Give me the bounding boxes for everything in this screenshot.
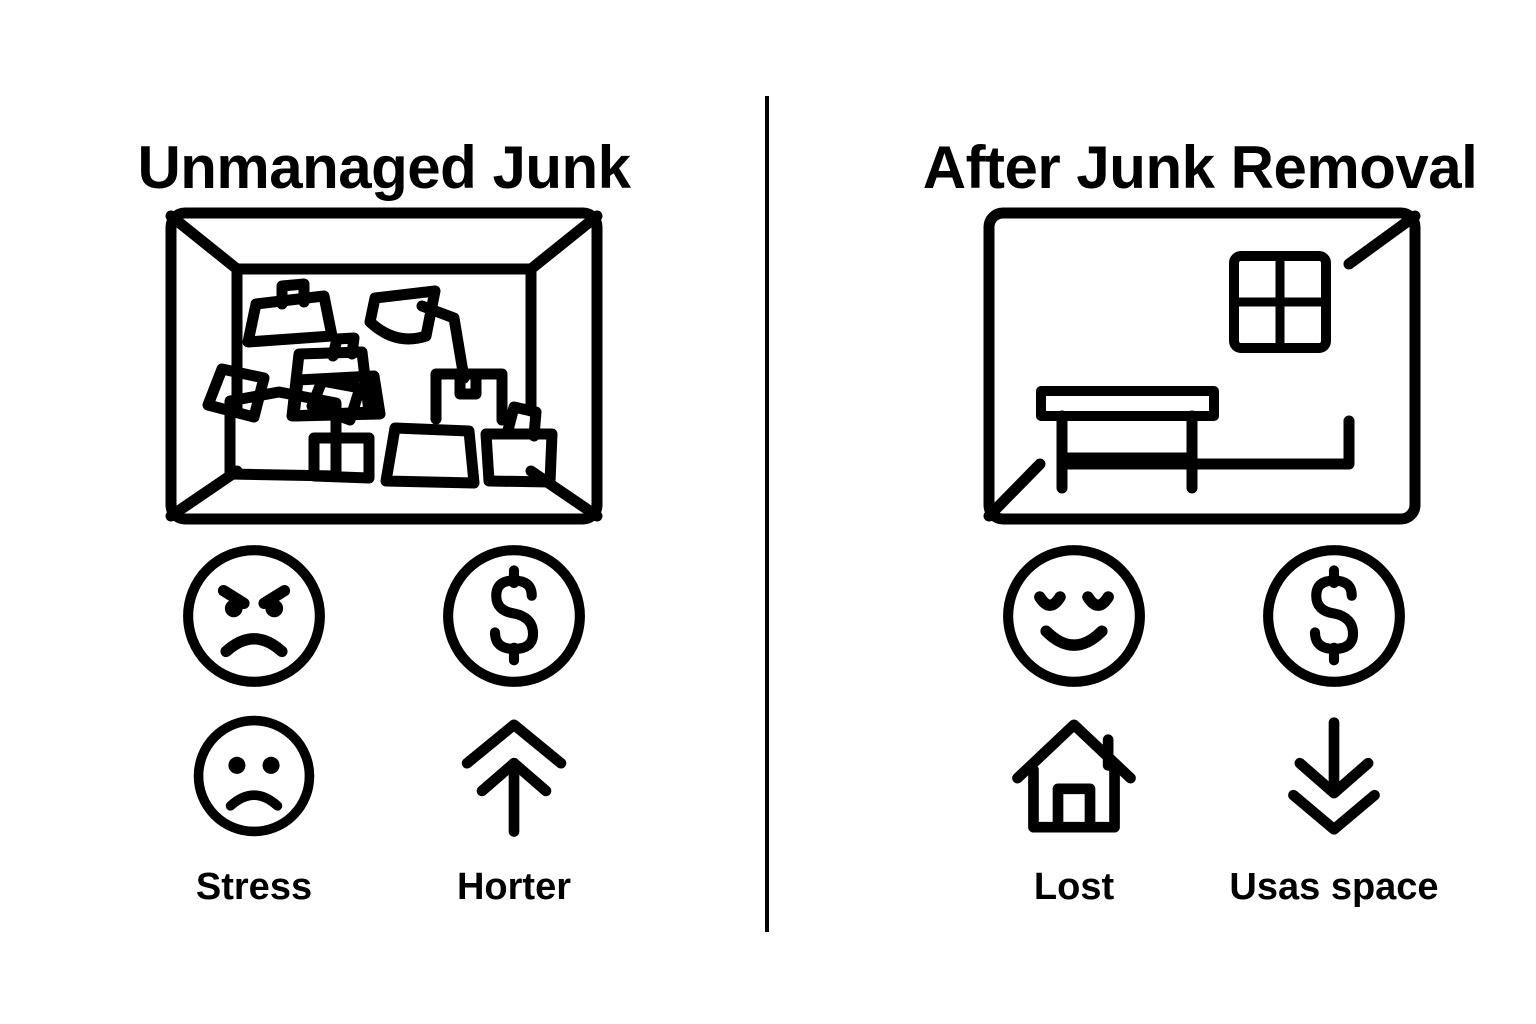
metric-cell-stress: Stress <box>190 712 318 909</box>
dollar-circle-icon <box>1263 545 1405 687</box>
icon-grid-left: Stress Horter <box>0 540 808 909</box>
sad-face-icon <box>193 715 315 837</box>
metric-cell-content <box>998 540 1150 712</box>
metric-label-lost: Lost <box>1033 866 1115 908</box>
clean-room-icon <box>983 207 1421 525</box>
metric-label-usas-space: Usas space <box>1229 866 1439 908</box>
page-title-right: After Junk Removal <box>922 134 1478 202</box>
double-up-arrow-icon <box>461 719 567 837</box>
metric-cell-cost-up <box>438 540 590 712</box>
clean-room-illustration <box>768 206 1536 526</box>
metric-label-stress: Stress <box>195 866 313 908</box>
panel-after-junk-removal: After Junk Removal <box>768 0 1536 1024</box>
panel-unmanaged-junk: Unmanaged Junk <box>137 136 631 908</box>
metric-cell-angry <box>178 540 330 712</box>
metric-cell-horter: Horter <box>450 712 578 909</box>
content-face-icon <box>1003 545 1145 687</box>
metric-label-horter: Horter <box>456 866 572 908</box>
metric-cell-savings <box>1258 540 1410 712</box>
cluttered-room-icon <box>165 207 603 525</box>
metric-cell-usas-space: Usas space <box>1229 712 1439 909</box>
double-down-arrow-icon <box>1288 717 1380 835</box>
cluttered-room-illustration <box>0 206 810 526</box>
page-title-left: Unmanaged Junk <box>137 134 631 202</box>
icon-grid-right: Lost Usas space <box>768 540 1536 909</box>
house-icon <box>1012 719 1136 833</box>
vertical-divider <box>765 96 769 932</box>
angry-face-icon <box>183 545 325 687</box>
dollar-circle-icon <box>443 545 585 687</box>
metric-cell-lost: Lost <box>1006 712 1142 909</box>
